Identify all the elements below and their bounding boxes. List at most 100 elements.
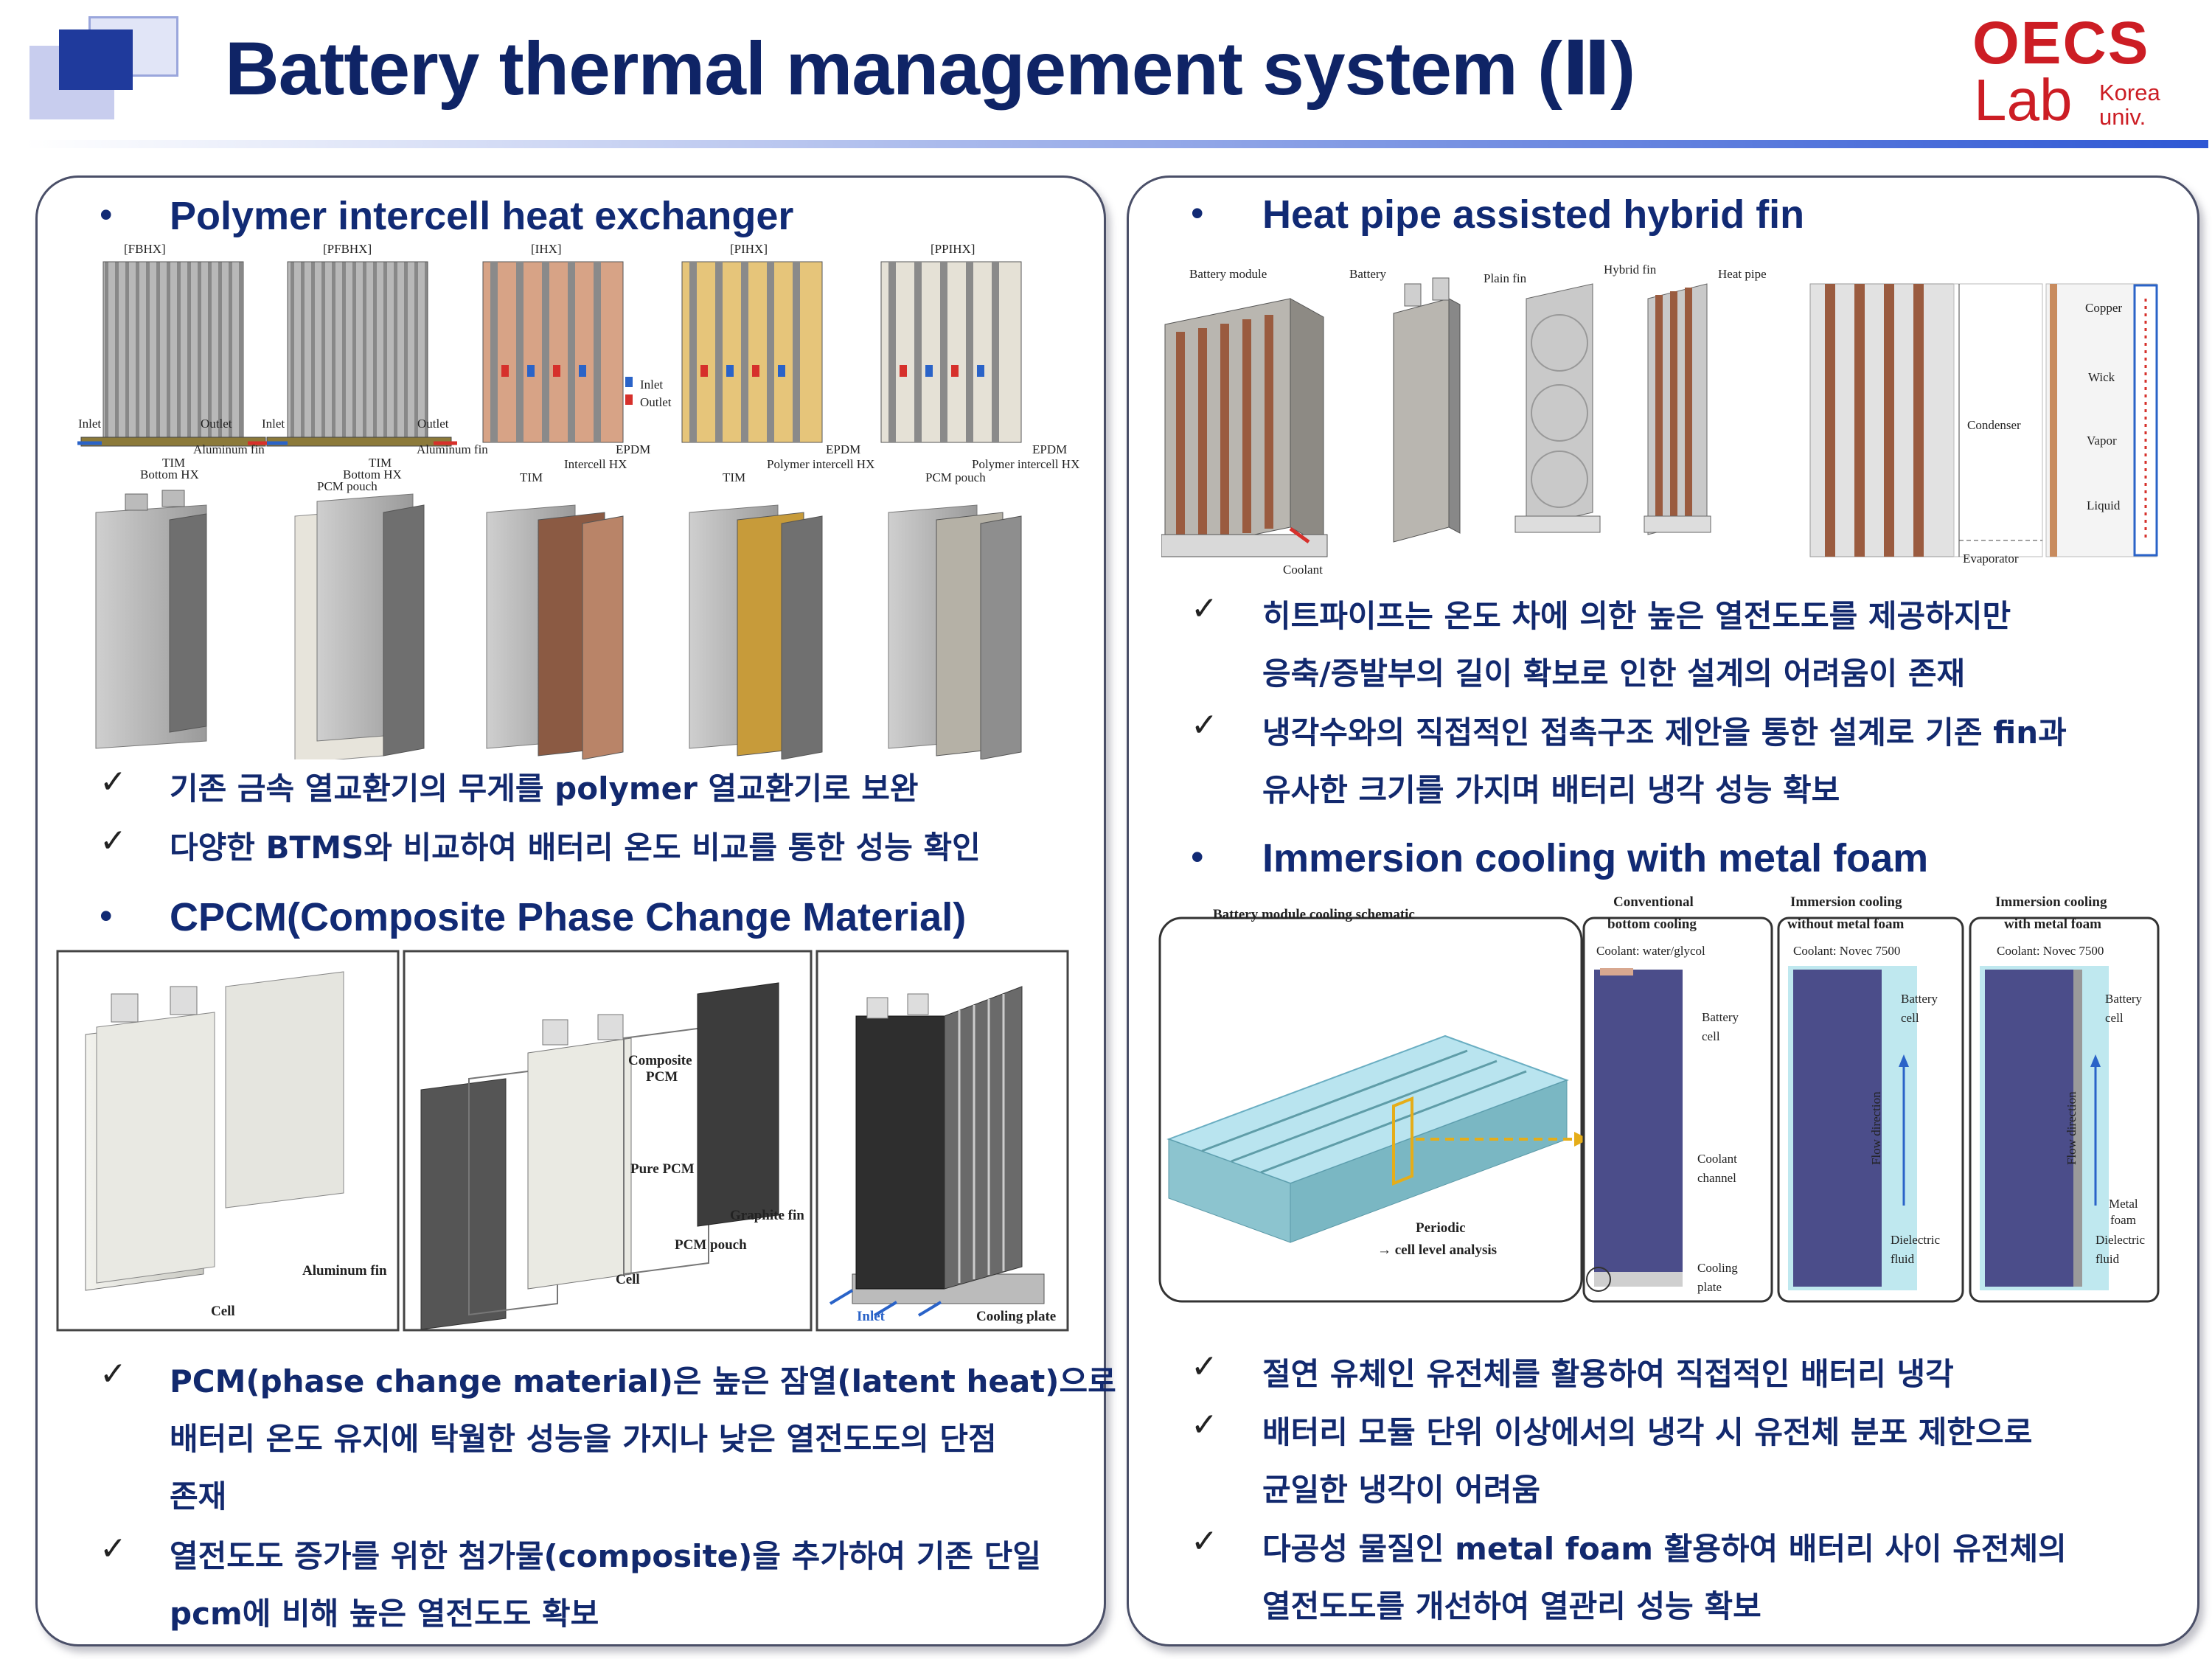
label-flow-direction-col3: Flow direction: [2065, 1091, 2079, 1165]
immersion-cell-2: [1985, 970, 2073, 1287]
label-fbhx: [FBHX]: [124, 242, 166, 256]
hx-stack-ppihx: [880, 261, 1022, 443]
label-aluminum-fin-1: Aluminum fin: [193, 442, 265, 456]
exploded-cells-pihx: [689, 504, 823, 759]
battery-drawing: [1393, 277, 1461, 543]
label-ppihx: [PPIHX]: [931, 242, 975, 256]
right-check-1-line2: 응축/증발부의 길이 확보로 인한 설계의 어려움이 존재: [1262, 655, 1966, 692]
label-composite-pcm-1: Composite: [628, 1053, 692, 1068]
label-inlet-cpcm: Inlet: [857, 1309, 885, 1324]
check-icon: ✓: [1191, 707, 1218, 743]
label-aluminum-fin-cpcm: Aluminum fin: [302, 1263, 387, 1279]
label-condenser: Condenser: [1967, 418, 2021, 432]
label-battery-col2: Battery: [1901, 992, 1938, 1006]
hx-stack-pfbhx: [266, 261, 452, 447]
check-icon: ✓: [100, 1531, 127, 1567]
label-battery-col1: Battery: [1702, 1010, 1739, 1024]
label-tim-4: TIM: [723, 470, 746, 484]
label-col2-title-2: without metal foam: [1787, 917, 1905, 932]
legend-outlet-swatch: [625, 394, 633, 405]
logo-square-dark: [59, 29, 133, 90]
label-cell: Cell: [211, 1304, 235, 1319]
label-epdm-3: EPDM: [1032, 442, 1068, 456]
bullet-dot: •: [1191, 192, 1204, 234]
header-logo-squares: [29, 16, 184, 119]
hx-stack-ihx: [482, 261, 624, 443]
label-metal-col3: Metal: [2109, 1197, 2138, 1211]
label-outlet-2: Outlet: [417, 417, 449, 431]
check-icon: ✓: [100, 823, 127, 859]
exploded-cells-ppihx: [888, 504, 1022, 759]
label-dielectric-col2: Dielectric: [1891, 1233, 1941, 1247]
label-polymer-intercell-hx-2: Polymer intercell HX: [972, 457, 1080, 471]
label-pure-pcm: Pure PCM: [630, 1161, 695, 1177]
hybrid-fin-drawing: [1644, 283, 1711, 535]
label-cooling-plate: Cooling plate: [976, 1309, 1057, 1324]
label-col1-title-1: Conventional: [1613, 894, 1694, 910]
label-pcm-pouch-2: PCM pouch: [925, 470, 986, 484]
check-icon: ✓: [1191, 1349, 1218, 1385]
left-check-3-line2: 배터리 온도 유지에 탁월한 성능을 가지나 낮은 열전도도의 단점: [170, 1421, 997, 1457]
right-check-5-line2: 열전도도를 개선하여 열관리 성능 확보: [1262, 1588, 1761, 1624]
heat-pipe-cross-section: [1809, 283, 2158, 557]
check-icon: ✓: [1191, 1523, 1218, 1559]
legend-inlet-swatch: [625, 377, 633, 387]
label-fluid-col3: fluid: [2096, 1252, 2120, 1266]
label-col3-coolant: Coolant: Novec 7500: [1997, 944, 2104, 958]
label-plain-fin: Plain fin: [1484, 271, 1527, 285]
label-pfbhx: [PFBHX]: [323, 242, 372, 256]
label-battery-module: Battery module: [1189, 267, 1267, 281]
immersion-figure: [1158, 917, 2160, 1303]
label-composite-pcm-2: PCM: [646, 1069, 678, 1085]
left-check-2: 다양한 BTMS와 비교하여 배터리 온도 비교를 통한 성능 확인: [170, 830, 981, 866]
page-title: Battery thermal management system (Ⅱ): [225, 27, 1635, 111]
section-heading-polymer-hx: Polymer intercell heat exchanger: [170, 194, 794, 238]
battery-module-schematic: [1166, 1034, 1589, 1243]
label-polymer-intercell-hx-1: Polymer intercell HX: [767, 457, 875, 471]
label-inlet-1: Inlet: [78, 417, 102, 431]
lab-logo-korea: Korea: [2099, 80, 2160, 105]
lab-logo-bottom: Lab: [1974, 67, 2073, 133]
left-check-4-line1: 열전도도 증가를 위한 첨가물(composite)을 추가하여 기존 단일: [170, 1538, 1041, 1574]
label-wick: Wick: [2088, 370, 2115, 384]
label-liquid: Liquid: [2087, 498, 2121, 512]
immersion-cell-1: [1793, 970, 1882, 1287]
label-bottom-hx-1: Bottom HX: [140, 467, 199, 481]
label-tim-1: TIM: [162, 456, 186, 470]
label-flow-direction-col2: Flow direction: [1869, 1091, 1883, 1165]
label-battery-hp: Battery: [1349, 267, 1387, 281]
label-fluid-col2: fluid: [1891, 1252, 1915, 1266]
label-epdm-1: EPDM: [616, 442, 651, 456]
label-col1-title-2: bottom cooling: [1607, 917, 1697, 932]
section-heading-heat-pipe: Heat pipe assisted hybrid fin: [1262, 192, 1805, 237]
conventional-cell: [1594, 970, 1683, 1287]
polymer-hx-figure: [77, 261, 1022, 759]
label-bottom-hx-2: Bottom HX: [343, 467, 402, 481]
left-check-1: 기존 금속 열교환기의 무게를 polymer 열교환기로 보완: [170, 771, 919, 807]
label-plate-col1: plate: [1697, 1280, 1722, 1294]
check-icon: ✓: [100, 1356, 127, 1392]
bullet-dot: •: [100, 895, 113, 936]
check-icon: ✓: [1191, 1407, 1218, 1443]
label-legend-outlet: Outlet: [640, 395, 672, 409]
label-pihx: [PIHX]: [730, 242, 768, 256]
label-hybrid-fin: Hybrid fin: [1604, 262, 1657, 276]
right-check-2-line1: 냉각수와의 직접적인 접촉구조 제안을 통한 설계로 기존 fin과: [1262, 714, 2067, 751]
check-icon: ✓: [1191, 591, 1218, 627]
label-col3-title-1: Immersion cooling: [1995, 894, 2107, 910]
label-pcm-pouch-1: PCM pouch: [317, 479, 378, 493]
label-schematic-title: Battery module cooling schematic: [1213, 907, 1415, 922]
label-tim-3: TIM: [520, 470, 543, 484]
label-heat-pipe: Heat pipe: [1718, 267, 1767, 281]
label-aluminum-fin-2: Aluminum fin: [417, 442, 488, 456]
oecs-lab-logo: OECS Lab Korea univ.: [1972, 13, 2179, 131]
label-cooling-col1: Cooling: [1697, 1261, 1738, 1275]
label-channel-col1: channel: [1697, 1171, 1736, 1185]
label-inlet-2: Inlet: [262, 417, 285, 431]
bullet-dot: •: [1191, 836, 1204, 877]
label-battery-col3: Battery: [2105, 992, 2143, 1006]
label-col2-title-1: Immersion cooling: [1790, 894, 1902, 910]
hx-stack-pihx: [681, 261, 823, 443]
label-col2-coolant: Coolant: Novec 7500: [1793, 944, 1901, 958]
label-epdm-2: EPDM: [826, 442, 861, 456]
